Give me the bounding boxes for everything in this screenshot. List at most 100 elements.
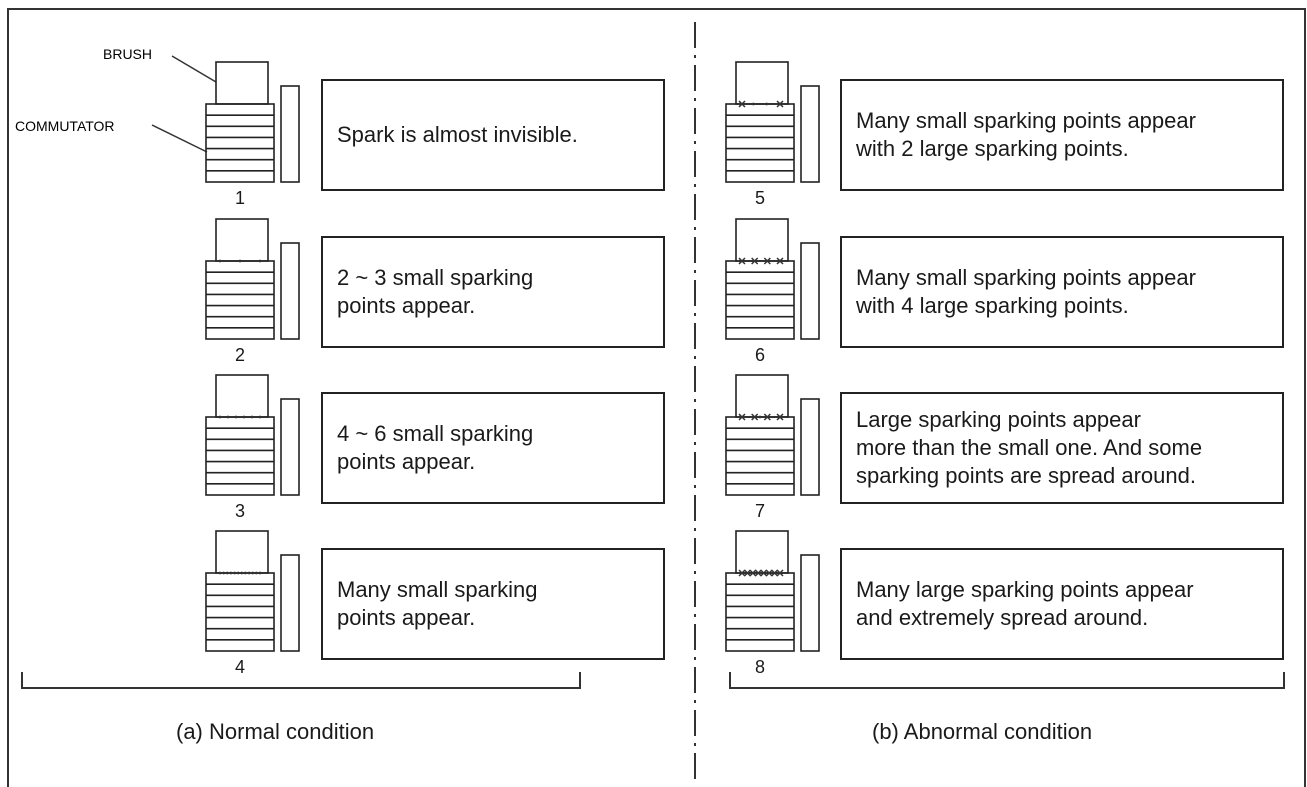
large-spark bbox=[743, 569, 751, 577]
large-spark bbox=[763, 257, 771, 265]
brush-figure-3: 3 bbox=[205, 374, 300, 521]
large-spark bbox=[751, 257, 759, 265]
large-spark bbox=[776, 100, 784, 108]
description-box-7: Large sparking points appear more than th… bbox=[840, 392, 1284, 504]
description-box-4: Many small sparking points appear. bbox=[321, 548, 665, 660]
description-line: with 2 large sparking points. bbox=[856, 136, 1129, 161]
commutator-body bbox=[725, 260, 795, 340]
commutator-label: COMMUTATOR bbox=[15, 118, 115, 134]
small-spark bbox=[258, 571, 262, 575]
brush-block bbox=[735, 530, 789, 574]
brush-figure-5: 5 bbox=[725, 61, 820, 208]
abnormal-condition-caption: (b) Abnormal condition bbox=[872, 719, 1093, 744]
large-spark bbox=[776, 569, 784, 577]
small-spark bbox=[250, 415, 254, 419]
brush-figure-7: 7 bbox=[725, 374, 820, 521]
brush-block bbox=[735, 218, 789, 262]
brush-block bbox=[215, 61, 269, 105]
description-line: more than the small one. And some bbox=[856, 435, 1203, 460]
normal-group-bracket bbox=[21, 672, 581, 689]
description-box-2: 2 ~ 3 small sparking points appear. bbox=[321, 236, 665, 348]
description-line: 4 ~ 6 small sparking bbox=[337, 421, 534, 446]
large-spark bbox=[738, 413, 746, 421]
small-spark bbox=[225, 571, 229, 575]
description-line: Many small sparking bbox=[337, 577, 538, 602]
shaft bbox=[800, 554, 820, 652]
large-spark bbox=[754, 569, 762, 577]
description-line: with 4 large sparking points. bbox=[856, 293, 1129, 318]
small-spark bbox=[258, 415, 262, 419]
large-spark bbox=[749, 569, 757, 577]
commutator-body bbox=[205, 572, 275, 652]
panel-number: 8 bbox=[755, 657, 765, 677]
small-spark bbox=[238, 259, 242, 263]
shaft bbox=[280, 85, 300, 183]
panel-number: 1 bbox=[235, 188, 245, 208]
small-spark bbox=[233, 571, 236, 575]
small-spark bbox=[247, 571, 251, 575]
panel-number: 7 bbox=[755, 501, 765, 521]
brush-block bbox=[215, 218, 269, 262]
brush-figures: 1 2 3 4 5 6 7 8 bbox=[205, 61, 820, 677]
large-spark bbox=[738, 100, 746, 108]
description-box-5: Many small sparking points appear with 2 … bbox=[840, 79, 1284, 191]
description-line: 2 ~ 3 small sparking bbox=[337, 265, 534, 290]
description-box-3: 4 ~ 6 small sparking points appear. bbox=[321, 392, 665, 504]
description-line: Spark is almost invisible. bbox=[337, 122, 578, 147]
small-spark bbox=[254, 571, 258, 575]
large-spark bbox=[760, 569, 768, 577]
description-line: Large sparking points appear bbox=[856, 407, 1141, 432]
brush-leader-line bbox=[171, 55, 217, 83]
description-line: points appear. bbox=[337, 293, 476, 318]
shaft bbox=[800, 242, 820, 340]
small-spark bbox=[229, 571, 233, 575]
normal-condition-caption: (a) Normal condition bbox=[176, 719, 375, 744]
large-spark bbox=[751, 413, 759, 421]
small-spark bbox=[751, 102, 755, 106]
brush-block bbox=[215, 374, 269, 418]
small-spark bbox=[765, 102, 769, 106]
commutator-body bbox=[725, 572, 795, 652]
panel-number: 2 bbox=[235, 345, 245, 365]
large-spark bbox=[771, 569, 779, 577]
small-spark bbox=[258, 259, 262, 263]
outer-frame bbox=[7, 8, 1306, 787]
description-line: points appear. bbox=[337, 449, 476, 474]
brush-figure-6: 6 bbox=[725, 218, 820, 365]
panel-number: 4 bbox=[235, 657, 245, 677]
small-spark bbox=[234, 415, 238, 419]
commutator-body bbox=[725, 103, 795, 183]
small-spark bbox=[240, 571, 244, 575]
small-spark bbox=[218, 259, 222, 263]
large-spark bbox=[738, 257, 746, 265]
commutator-leader-line bbox=[151, 124, 208, 153]
panel-number: 5 bbox=[755, 188, 765, 208]
shaft bbox=[280, 242, 300, 340]
description-line: points appear. bbox=[337, 605, 476, 630]
shaft bbox=[800, 398, 820, 496]
brush-block bbox=[215, 530, 269, 574]
brush-figure-4: 4 bbox=[205, 530, 300, 677]
shaft bbox=[280, 554, 300, 652]
abnormal-group-bracket bbox=[729, 672, 1285, 689]
large-spark bbox=[776, 257, 784, 265]
description-box-1: Spark is almost invisible. bbox=[321, 79, 665, 191]
small-spark bbox=[244, 571, 247, 575]
small-spark bbox=[242, 415, 246, 419]
shaft bbox=[800, 85, 820, 183]
small-spark bbox=[218, 571, 222, 575]
brush-figure-2: 2 bbox=[205, 218, 300, 365]
small-spark bbox=[218, 415, 222, 419]
small-spark bbox=[226, 415, 230, 419]
brush-figure-1: 1 bbox=[205, 61, 300, 208]
description-line: and extremely spread around. bbox=[856, 605, 1149, 630]
brush-block bbox=[735, 374, 789, 418]
brush-label: BRUSH bbox=[103, 46, 152, 62]
description-line: Many small sparking points appear bbox=[856, 108, 1196, 133]
small-spark bbox=[251, 571, 255, 575]
small-spark bbox=[222, 571, 226, 575]
